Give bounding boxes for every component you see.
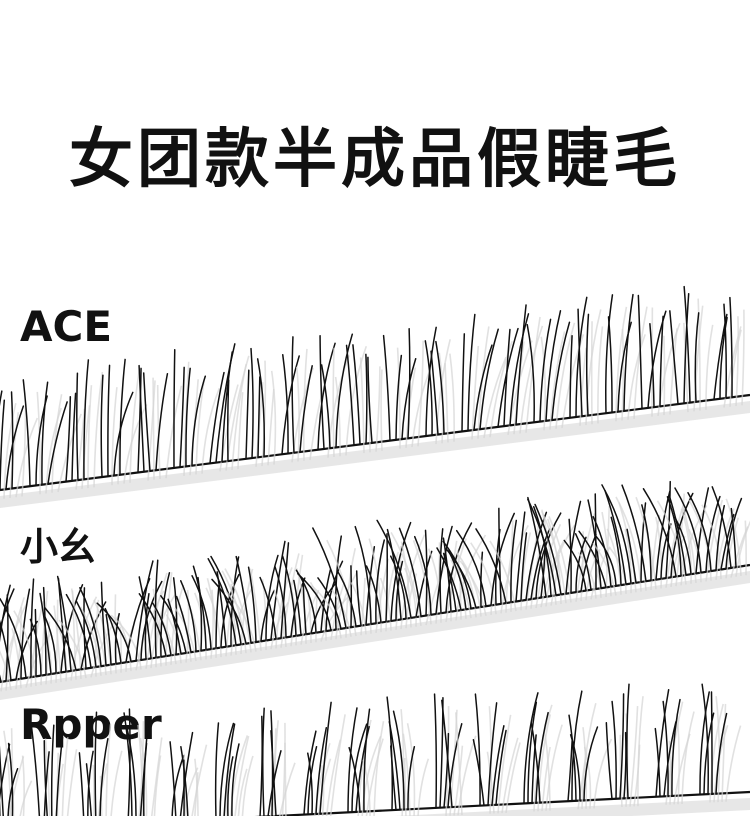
style-label-xiaoyao: 小幺 (20, 525, 97, 569)
lash-strip-xiaoyao (0, 480, 750, 700)
lash-strip-ace (0, 285, 750, 508)
style-label-ace: ACE (20, 302, 113, 351)
lash-strip-rpper (0, 683, 750, 816)
product-title: 女团款半成品假睫毛 (69, 123, 681, 197)
